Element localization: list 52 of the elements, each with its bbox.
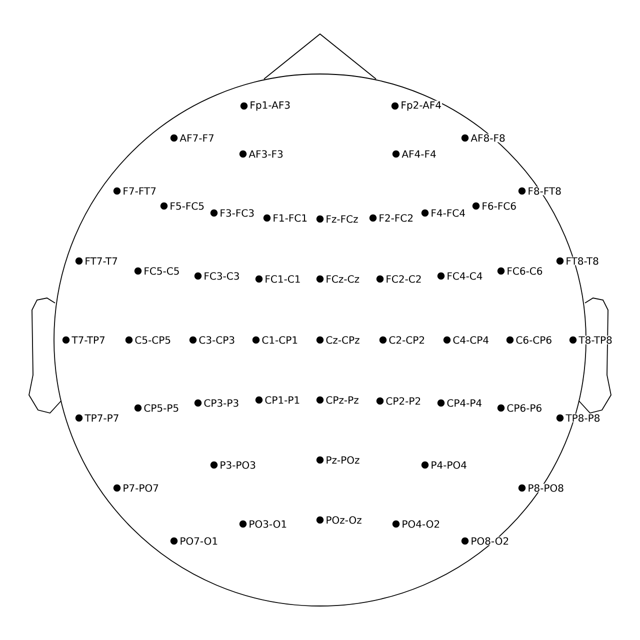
channel-label: FT7-T7 — [84, 256, 118, 266]
channel-label: P3-PO3 — [219, 460, 256, 470]
channel-label: F3-FC3 — [219, 208, 256, 218]
channel-label: FC5-C5 — [143, 266, 180, 276]
channel-label: AF3-F3 — [248, 150, 284, 158]
channel-label: C2-CP2 — [388, 336, 426, 344]
channel-label: FC6-C6 — [506, 266, 544, 276]
channel-label: C1-CP1 — [261, 336, 299, 344]
channel-label: C6-CP6 — [515, 336, 553, 344]
channel-label: FCz-Cz — [325, 274, 360, 284]
channel-label: CP6-P6 — [506, 404, 543, 412]
channel-label: PO3-O1 — [248, 520, 288, 528]
channel-label: T7-TP7 — [71, 336, 106, 344]
channel-label: F2-FC2 — [378, 214, 414, 222]
channel-label: PO4-O2 — [401, 520, 441, 528]
channel-label: Fp1-AF3 — [249, 100, 291, 112]
channel-label: CP2-P2 — [385, 396, 422, 406]
channel-label: FC4-C4 — [446, 272, 484, 280]
channel-label: CP5-P5 — [143, 404, 180, 412]
channel-label: POz-Oz — [325, 516, 362, 524]
channel-label: CP1-P1 — [264, 396, 301, 404]
channel-label: F4-FC4 — [430, 208, 466, 218]
channel-label: CP3-P3 — [203, 398, 240, 408]
channel-label: FC2-C2 — [385, 274, 422, 284]
channel-label: Cz-CPz — [325, 336, 360, 344]
channel-label: F5-FC5 — [169, 202, 206, 210]
channel-label: Fp2-AF4 — [400, 100, 442, 112]
channel-label: T8-TP8 — [578, 336, 613, 344]
channel-label: Fz-FCz — [325, 214, 359, 224]
channel-label: C3-CP3 — [198, 336, 236, 344]
channel-label: AF7-F7 — [179, 134, 215, 142]
channel-label: P7-PO7 — [122, 484, 160, 492]
channel-label: AF4-F4 — [401, 150, 437, 158]
channel-label: F8-FT8 — [527, 186, 562, 196]
channel-label: PO7-O1 — [179, 536, 219, 546]
channel-label: FC1-C1 — [264, 274, 302, 284]
channel-label: FC3-C3 — [203, 272, 240, 280]
channel-label: P8-PO8 — [527, 484, 564, 492]
channel-label: F1-FC1 — [272, 214, 308, 222]
channel-label: PO8-O2 — [470, 536, 510, 546]
channel-label: FT8-T8 — [565, 256, 600, 266]
channel-label: P4-PO4 — [430, 460, 468, 470]
channel-label: C5-CP5 — [134, 336, 172, 344]
channel-label: TP7-P7 — [84, 414, 120, 422]
channel-label: C4-CP4 — [452, 336, 490, 344]
channel-label: F7-FT7 — [122, 186, 157, 196]
channel-label: CP4-P4 — [446, 398, 483, 408]
channel-label: CPz-Pz — [325, 396, 360, 404]
channel-label: TP8-P8 — [565, 414, 601, 422]
channel-label: Pz-POz — [325, 456, 360, 464]
channel-label: F6-FC6 — [481, 202, 518, 210]
channel-label: AF8-F8 — [470, 134, 506, 142]
